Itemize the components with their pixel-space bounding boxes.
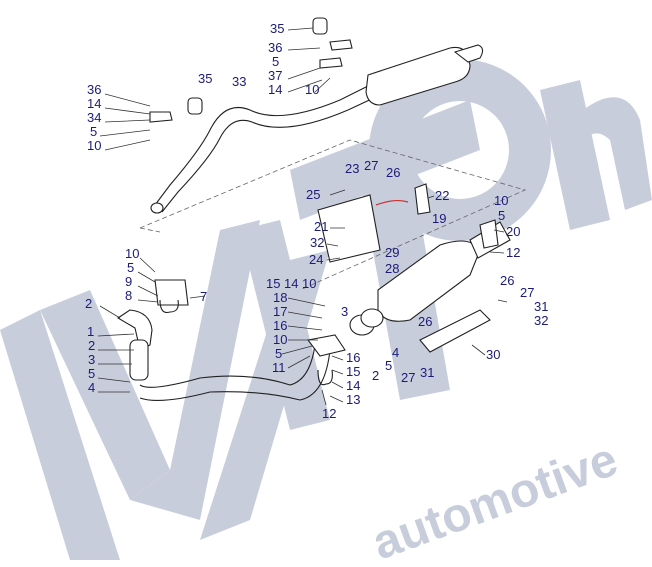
callout-label: 10 <box>494 193 508 208</box>
callout-label: 25 <box>306 187 320 202</box>
callout-label: 27 <box>520 285 534 300</box>
callout-label: 5 <box>90 124 97 139</box>
callout-label: 30 <box>486 347 500 362</box>
callout-label: 5 <box>275 346 282 361</box>
callout-label: 2 <box>85 296 92 311</box>
leader-lines <box>97 27 508 406</box>
callout-label: 31 <box>534 299 548 314</box>
callout-label: 13 <box>346 392 360 407</box>
callout-label: 32 <box>310 235 324 250</box>
region-outline-edge <box>139 227 161 233</box>
watermark: automotive <box>0 59 652 567</box>
callout-label: 26 <box>418 314 432 329</box>
callout-label: 22 <box>435 188 449 203</box>
callout-label: 11 <box>272 360 286 375</box>
callout-label: 2 <box>88 338 95 353</box>
callout-label: 1 <box>87 324 94 339</box>
callout-label: 14 <box>268 82 282 97</box>
callout-label: 7 <box>200 289 207 304</box>
callout-label: 10 <box>87 138 101 153</box>
callout-label: 19 <box>432 211 446 226</box>
callout-label: 5 <box>385 358 392 373</box>
callout-label: 29 <box>385 245 399 260</box>
callout-label: 20 <box>506 224 520 239</box>
callout-label: 26 <box>500 273 514 288</box>
callout-label: 37 <box>268 68 282 83</box>
callout-label: 4 <box>392 345 399 360</box>
callout-label: 35 <box>270 21 284 36</box>
watermark-subtitle: automotive <box>366 433 625 567</box>
region-outline <box>139 139 527 291</box>
callout-label: 15 <box>346 364 360 379</box>
callout-label: 12 <box>506 245 520 260</box>
callout-label: 16 <box>346 350 360 365</box>
callout-label: 28 <box>385 261 399 276</box>
callout-label: 36 <box>268 40 282 55</box>
callout-label: 3 <box>341 304 348 319</box>
callout-label: 5 <box>272 54 279 69</box>
callout-label: 18 <box>273 290 287 305</box>
callout-label: 5 <box>88 366 95 381</box>
callout-label: 10 <box>302 276 316 291</box>
callout-label: 10 <box>273 332 287 347</box>
callout-label: 8 <box>125 288 132 303</box>
callout-label: 23 <box>345 161 359 176</box>
callout-label: 35 <box>198 71 212 86</box>
callout-label: 14 <box>284 276 298 291</box>
callout-label: 10 <box>305 82 319 97</box>
callout-label: 4 <box>88 380 95 395</box>
callout-label: 34 <box>87 110 101 125</box>
callout-label: 2 <box>372 368 379 383</box>
callout-label: 14 <box>346 378 360 393</box>
callout-label: 21 <box>314 219 328 234</box>
callout-label: 9 <box>125 274 132 289</box>
callout-label: 5 <box>127 260 134 275</box>
callout-label: 36 <box>87 82 101 97</box>
callout-label: 32 <box>534 313 548 328</box>
callout-label: 14 <box>87 96 101 111</box>
callout-label: 27 <box>401 370 415 385</box>
callout-label: 24 <box>309 252 323 267</box>
callout-label: 10 <box>125 246 139 261</box>
callout-label: 5 <box>498 208 505 223</box>
callout-label: 26 <box>386 165 400 180</box>
callout-label: 3 <box>88 352 95 367</box>
callout-label: 17 <box>273 304 287 319</box>
callout-label: 31 <box>420 365 434 380</box>
callout-label: 33 <box>232 74 246 89</box>
callout-label: 16 <box>273 318 287 333</box>
callout-label: 15 <box>266 276 280 291</box>
tail-pipe-assembly <box>149 17 484 214</box>
callout-label: 12 <box>322 406 336 421</box>
callout-label: 27 <box>364 158 378 173</box>
